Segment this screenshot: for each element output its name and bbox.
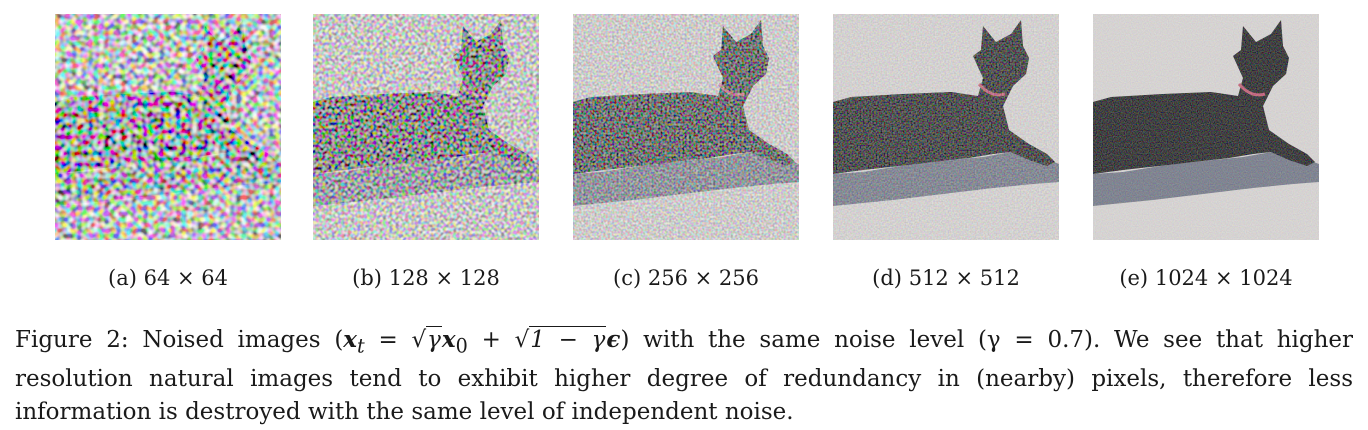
panel-e-image [1093, 14, 1319, 240]
sqrt-gamma: γ [426, 326, 442, 353]
noised-dog-image [573, 14, 799, 240]
sub-caption-d: (d) 512 × 512 [833, 265, 1059, 291]
equation-x: x [343, 326, 358, 353]
dog-collar [977, 82, 1006, 97]
sqrt-symbol: √ [411, 327, 427, 353]
noised-dog-image [1093, 14, 1319, 240]
sqrt-one-minus-gamma: 1 − γ [529, 326, 607, 353]
noised-dog-image [313, 14, 539, 240]
caption-line-1: Figure 2: Noised images (xt = √γx0 + √1 … [15, 326, 1354, 358]
caption-line-2: resolution natural images tend to exhibi… [15, 365, 1353, 392]
sub-caption-c: (c) 256 × 256 [573, 265, 799, 291]
sub-caption-size: 512 × 512 [908, 266, 1020, 290]
noised-dog-image [833, 14, 1059, 240]
sub-caption-size: 1024 × 1024 [1154, 266, 1293, 290]
equation-epsilon: ϵ [606, 326, 621, 353]
dog-collar [1237, 82, 1266, 97]
dog-shadow [1093, 150, 1319, 206]
sub-caption-size: 256 × 256 [647, 266, 759, 290]
sub-caption-label: (b) [352, 266, 383, 290]
noised-dog-image [55, 14, 281, 240]
panel-b-image [313, 14, 539, 240]
panel-d-image [833, 14, 1059, 240]
dog-shadow [313, 150, 539, 206]
dog-collar [457, 82, 486, 97]
sub-caption-label: (c) [613, 266, 642, 290]
dog-silhouette [1093, 20, 1315, 174]
dog-collar [199, 82, 228, 97]
figure-label: Figure 2: [15, 327, 129, 353]
dog-shadow [573, 150, 799, 206]
dog-shadow [833, 150, 1059, 206]
sub-caption-label: (d) [872, 266, 903, 290]
sub-caption-size: 64 × 64 [143, 266, 228, 290]
dog-collar [717, 82, 746, 97]
figure-caption: Figure 2: Noised images (xt = √γx0 + √1 … [15, 323, 1353, 429]
sqrt-symbol: √ [514, 327, 530, 353]
sub-caption-e: (e) 1024 × 1024 [1093, 265, 1319, 291]
sub-caption-label: (e) [1119, 266, 1149, 290]
dog-silhouette [55, 20, 277, 174]
sub-caption-b: (b) 128 × 128 [313, 265, 539, 291]
dog-shadow [55, 150, 281, 206]
caption-line-3: information is destroyed with the same l… [15, 398, 794, 425]
dog-silhouette [313, 20, 535, 174]
dog-silhouette [833, 20, 1055, 174]
sub-caption-a: (a) 64 × 64 [55, 265, 281, 291]
panel-c-image [573, 14, 799, 240]
sub-caption-label: (a) [108, 266, 137, 290]
dog-silhouette [573, 20, 795, 174]
sub-caption-size: 128 × 128 [388, 266, 500, 290]
panel-a-image [55, 14, 281, 240]
